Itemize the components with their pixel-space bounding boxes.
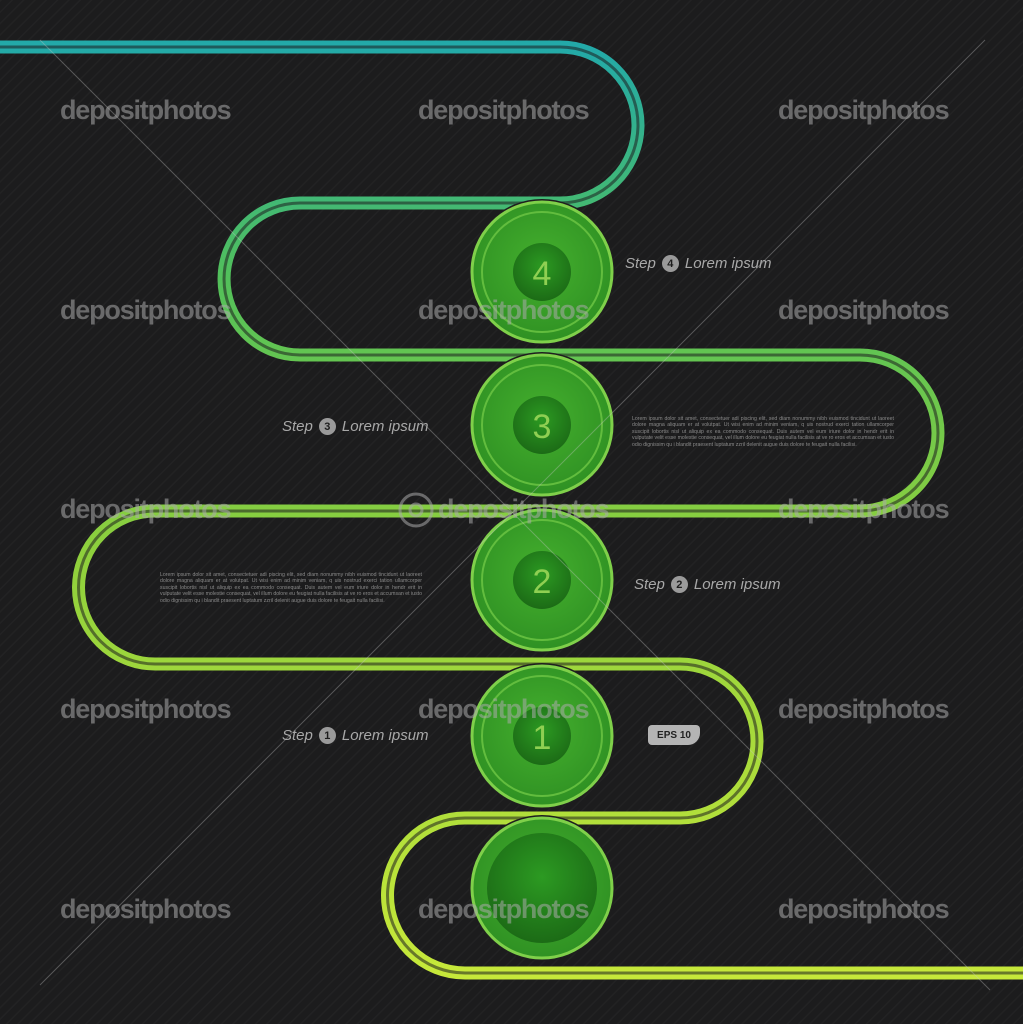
eps-badge: EPS 10 [648,725,700,745]
step-text: Lorem ipsum [341,418,429,435]
step-label-1: Step 1 Lorem ipsum [282,727,429,744]
step-text: Lorem ipsum [341,727,429,744]
watermark-text: depositphotos [60,494,232,524]
step-circle-2: 2 [469,507,615,653]
watermark-text: depositphotos [778,295,950,325]
step-label-4: Step 4 Lorem ipsum [625,255,772,272]
step-number-3: 3 [533,408,552,446]
step-number-2: 2 [533,563,552,601]
step-badge-3: 3 [318,418,336,435]
step-prefix: Step [634,576,665,593]
watermark-text: depositphotos [438,494,610,524]
watermark-text: depositphotos [60,694,232,724]
step-label-2: Step 2 Lorem ipsum [634,576,781,593]
step-number-4: 4 [533,255,552,293]
step-circle-1: 1 [469,663,615,809]
watermark-text: depositphotos [60,894,232,924]
step-badge-2: 2 [670,576,688,593]
watermark-text: depositphotos [778,694,950,724]
watermark-text: depositphotos [418,95,590,125]
step-text: Lorem ipsum [693,576,781,593]
watermark-text: depositphotos [418,295,590,325]
step-prefix: Step [625,255,656,272]
watermark-text: depositphotos [778,95,950,125]
step-badge-1: 1 [318,727,336,744]
step-circle-start [469,815,615,961]
step-badge-4: 4 [661,255,679,272]
watermark-text: depositphotos [778,494,950,524]
watermark-text: depositphotos [418,694,590,724]
lorem-paragraph-lower: Lorem ipsum dolor sit amet, consectetuer… [160,572,422,604]
lorem-paragraph-upper: Lorem ipsum dolor sit amet, consectetuer… [632,416,894,448]
watermark-text: depositphotos [60,95,232,125]
step-label-3: Step 3 Lorem ipsum [282,418,429,435]
watermark-text: depositphotos [60,295,232,325]
step-circle-4: 4 [469,199,615,345]
watermark-text: depositphotos [778,894,950,924]
watermark-text: depositphotos [418,894,590,924]
step-text: Lorem ipsum [684,255,772,272]
step-number-1: 1 [533,719,552,757]
step-prefix: Step [282,418,313,435]
step-prefix: Step [282,727,313,744]
watermark-lines [39,39,991,991]
camera-icon [398,492,434,528]
step-circle-3: 3 [469,352,615,498]
